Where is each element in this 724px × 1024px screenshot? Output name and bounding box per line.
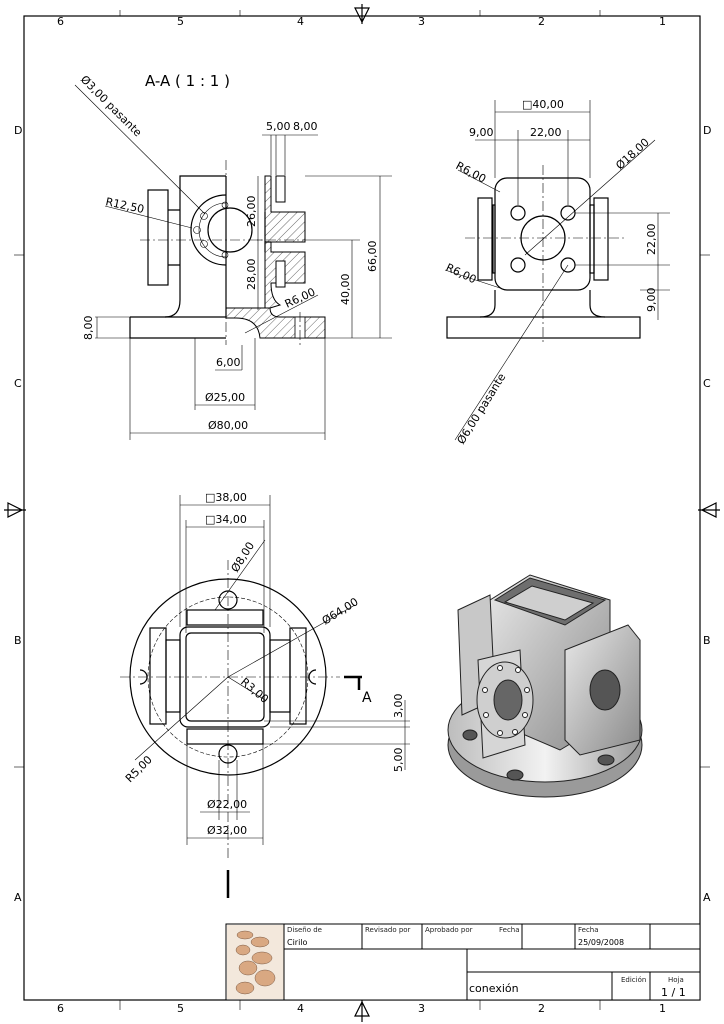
svg-text:9,00: 9,00: [469, 126, 494, 139]
svg-text:Hoja: Hoja: [668, 976, 684, 984]
svg-text:26,00: 26,00: [245, 196, 258, 228]
svg-text:B: B: [703, 634, 711, 647]
svg-text:Fecha: Fecha: [578, 926, 599, 934]
svg-text:22,00: 22,00: [530, 126, 562, 139]
svg-text:□38,00: □38,00: [205, 491, 247, 504]
svg-text:9,00: 9,00: [645, 288, 658, 313]
sheet-frame: [4, 4, 720, 1022]
svg-text:40,00: 40,00: [339, 274, 352, 306]
svg-text:6,00: 6,00: [216, 356, 241, 369]
svg-text:Ø80,00: Ø80,00: [208, 419, 248, 432]
svg-text:5: 5: [177, 1002, 184, 1015]
svg-text:4: 4: [297, 15, 304, 28]
svg-text:66,00: 66,00: [366, 241, 379, 273]
view-title: A-A ( 1 : 1 ): [145, 72, 230, 90]
svg-text:Fecha: Fecha: [499, 926, 520, 934]
svg-text:2: 2: [538, 1002, 545, 1015]
svg-text:6: 6: [57, 15, 64, 28]
svg-text:28,00: 28,00: [245, 259, 258, 291]
svg-text:R6,00: R6,00: [444, 261, 479, 286]
svg-text:R12,50: R12,50: [104, 195, 145, 216]
svg-text:6: 6: [57, 1002, 64, 1015]
sheet-number: 1 / 1: [661, 986, 686, 999]
svg-text:R6,00: R6,00: [454, 159, 488, 186]
zone-labels: 6 5 4 3 2 1 6 5 4 3 2 1 D C B A D C B A: [14, 15, 711, 1015]
svg-text:3: 3: [418, 15, 425, 28]
svg-text:Edición: Edición: [621, 976, 646, 984]
svg-text:5: 5: [177, 15, 184, 28]
svg-text:Aprobado por: Aprobado por: [425, 926, 473, 934]
title-block: Diseño de Cirilo Revisado por Aprobado p…: [225, 923, 701, 1001]
svg-text:Ø18,00: Ø18,00: [613, 136, 652, 173]
top-view: □38,00 □34,00 Ø8,00 Ø64,00 R3,00 A 3,00 …: [120, 491, 410, 898]
svg-text:22,00: 22,00: [645, 224, 658, 256]
svg-text:A: A: [703, 891, 711, 904]
svg-text:C: C: [14, 377, 22, 390]
svg-text:R6,00: R6,00: [283, 285, 318, 310]
svg-text:B: B: [14, 634, 22, 647]
svg-text:1: 1: [659, 15, 666, 28]
section-line-marker: [226, 675, 362, 898]
svg-text:R3,00: R3,00: [238, 675, 271, 706]
svg-text:D: D: [14, 124, 22, 137]
svg-text:5,00: 5,00: [266, 120, 291, 133]
svg-text:Ø25,00: Ø25,00: [205, 391, 245, 404]
svg-text:A: A: [362, 690, 372, 706]
section-view-a-a: A-A ( 1 : 1 ): [74, 72, 392, 440]
isometric-view: [447, 574, 643, 798]
svg-text:Revisado por: Revisado por: [365, 926, 411, 934]
svg-text:3: 3: [418, 1002, 425, 1015]
svg-text:R5,00: R5,00: [123, 753, 155, 785]
svg-text:Ø3,00 pasante: Ø3,00 pasante: [78, 73, 145, 140]
svg-text:8,00: 8,00: [82, 316, 95, 341]
side-view: □40,00 9,00 22,00 R6,00 Ø18,00 22,00 R6,…: [444, 98, 670, 447]
drawing-date: 25/09/2008: [578, 938, 624, 947]
svg-text:Ø6,00 pasante: Ø6,00 pasante: [455, 371, 509, 447]
svg-text:5,00: 5,00: [392, 748, 405, 773]
centering-arrow-icon: [4, 4, 720, 1022]
company-logo: [227, 925, 284, 999]
svg-text:1: 1: [659, 1002, 666, 1015]
svg-text:□34,00: □34,00: [205, 513, 247, 526]
svg-text:Ø32,00: Ø32,00: [207, 824, 247, 837]
svg-text:D: D: [703, 124, 711, 137]
svg-text:Diseño de: Diseño de: [287, 926, 322, 934]
svg-text:□40,00: □40,00: [522, 98, 564, 111]
svg-text:3,00: 3,00: [392, 694, 405, 719]
part-name: conexión: [469, 982, 519, 995]
svg-text:4: 4: [297, 1002, 304, 1015]
designer-name: Cirilo: [287, 938, 308, 947]
svg-text:A: A: [14, 891, 22, 904]
svg-text:C: C: [703, 377, 711, 390]
svg-text:Ø64,00: Ø64,00: [320, 595, 361, 627]
svg-text:8,00: 8,00: [293, 120, 318, 133]
svg-text:Ø22,00: Ø22,00: [207, 798, 247, 811]
svg-text:2: 2: [538, 15, 545, 28]
